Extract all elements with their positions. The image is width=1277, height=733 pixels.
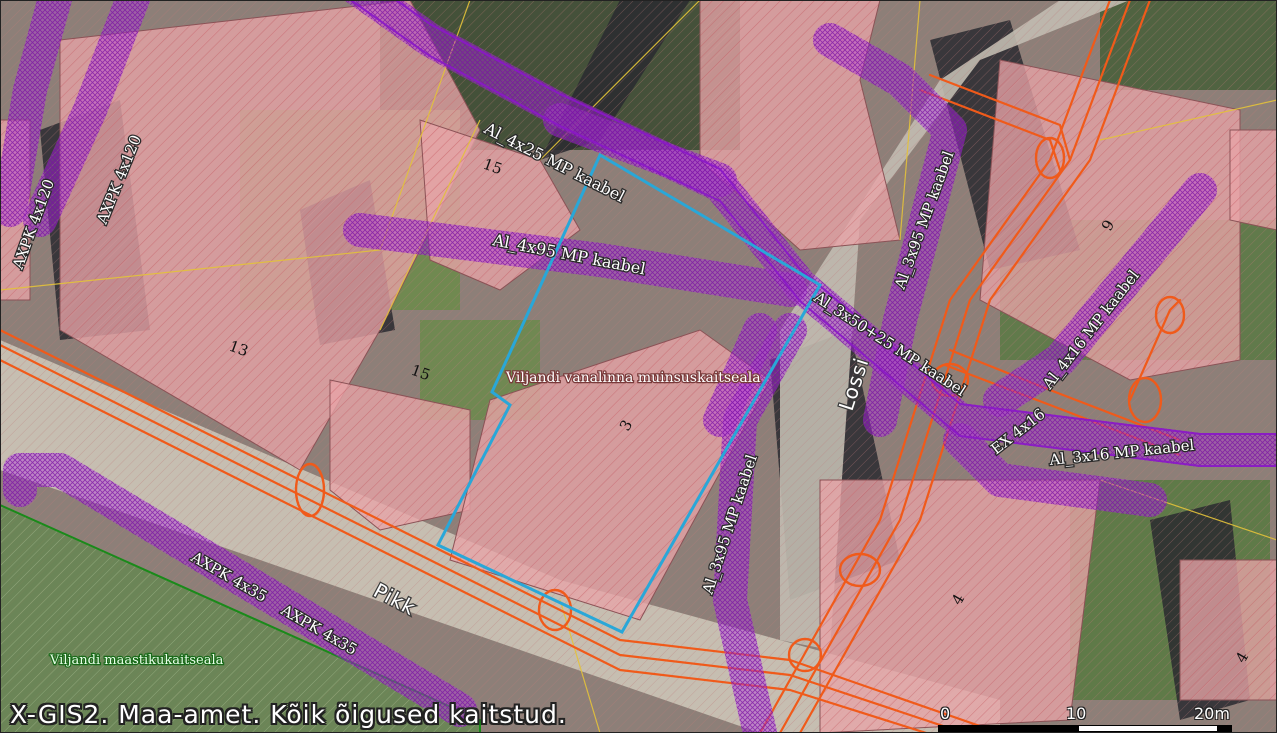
heritage-zone-label: Viljandi vanalinna muinsuskaitseala	[505, 370, 761, 386]
scale-segment-white	[1078, 725, 1218, 732]
copyright-notice: X-GIS2. Maa-amet. Kõik õigused kaitstud.	[10, 700, 567, 729]
scale-label: 20m	[1194, 704, 1230, 723]
scale-segment-end	[1218, 725, 1232, 732]
parcel-number: 15	[409, 361, 433, 384]
building	[449, 329, 771, 621]
building	[1179, 559, 1277, 701]
cable-orange	[0, 0, 1186, 733]
parcel-numbers: 15 13 15 3 9 4 4	[227, 155, 1253, 666]
scale-label: 10	[1066, 704, 1087, 723]
parcel-number: 13	[227, 337, 251, 360]
scale-bar: 0 10 20m	[938, 704, 1238, 733]
building	[329, 379, 471, 531]
landscape-zone-label: Viljandi maastikukaitseala	[49, 653, 224, 668]
scale-label: 0	[940, 704, 951, 723]
parcel-number: 15	[481, 155, 505, 178]
building	[1229, 129, 1277, 231]
scale-segment-black	[938, 725, 1078, 732]
selected-parcel	[435, 152, 823, 634]
landscape-protection-area	[0, 503, 481, 733]
